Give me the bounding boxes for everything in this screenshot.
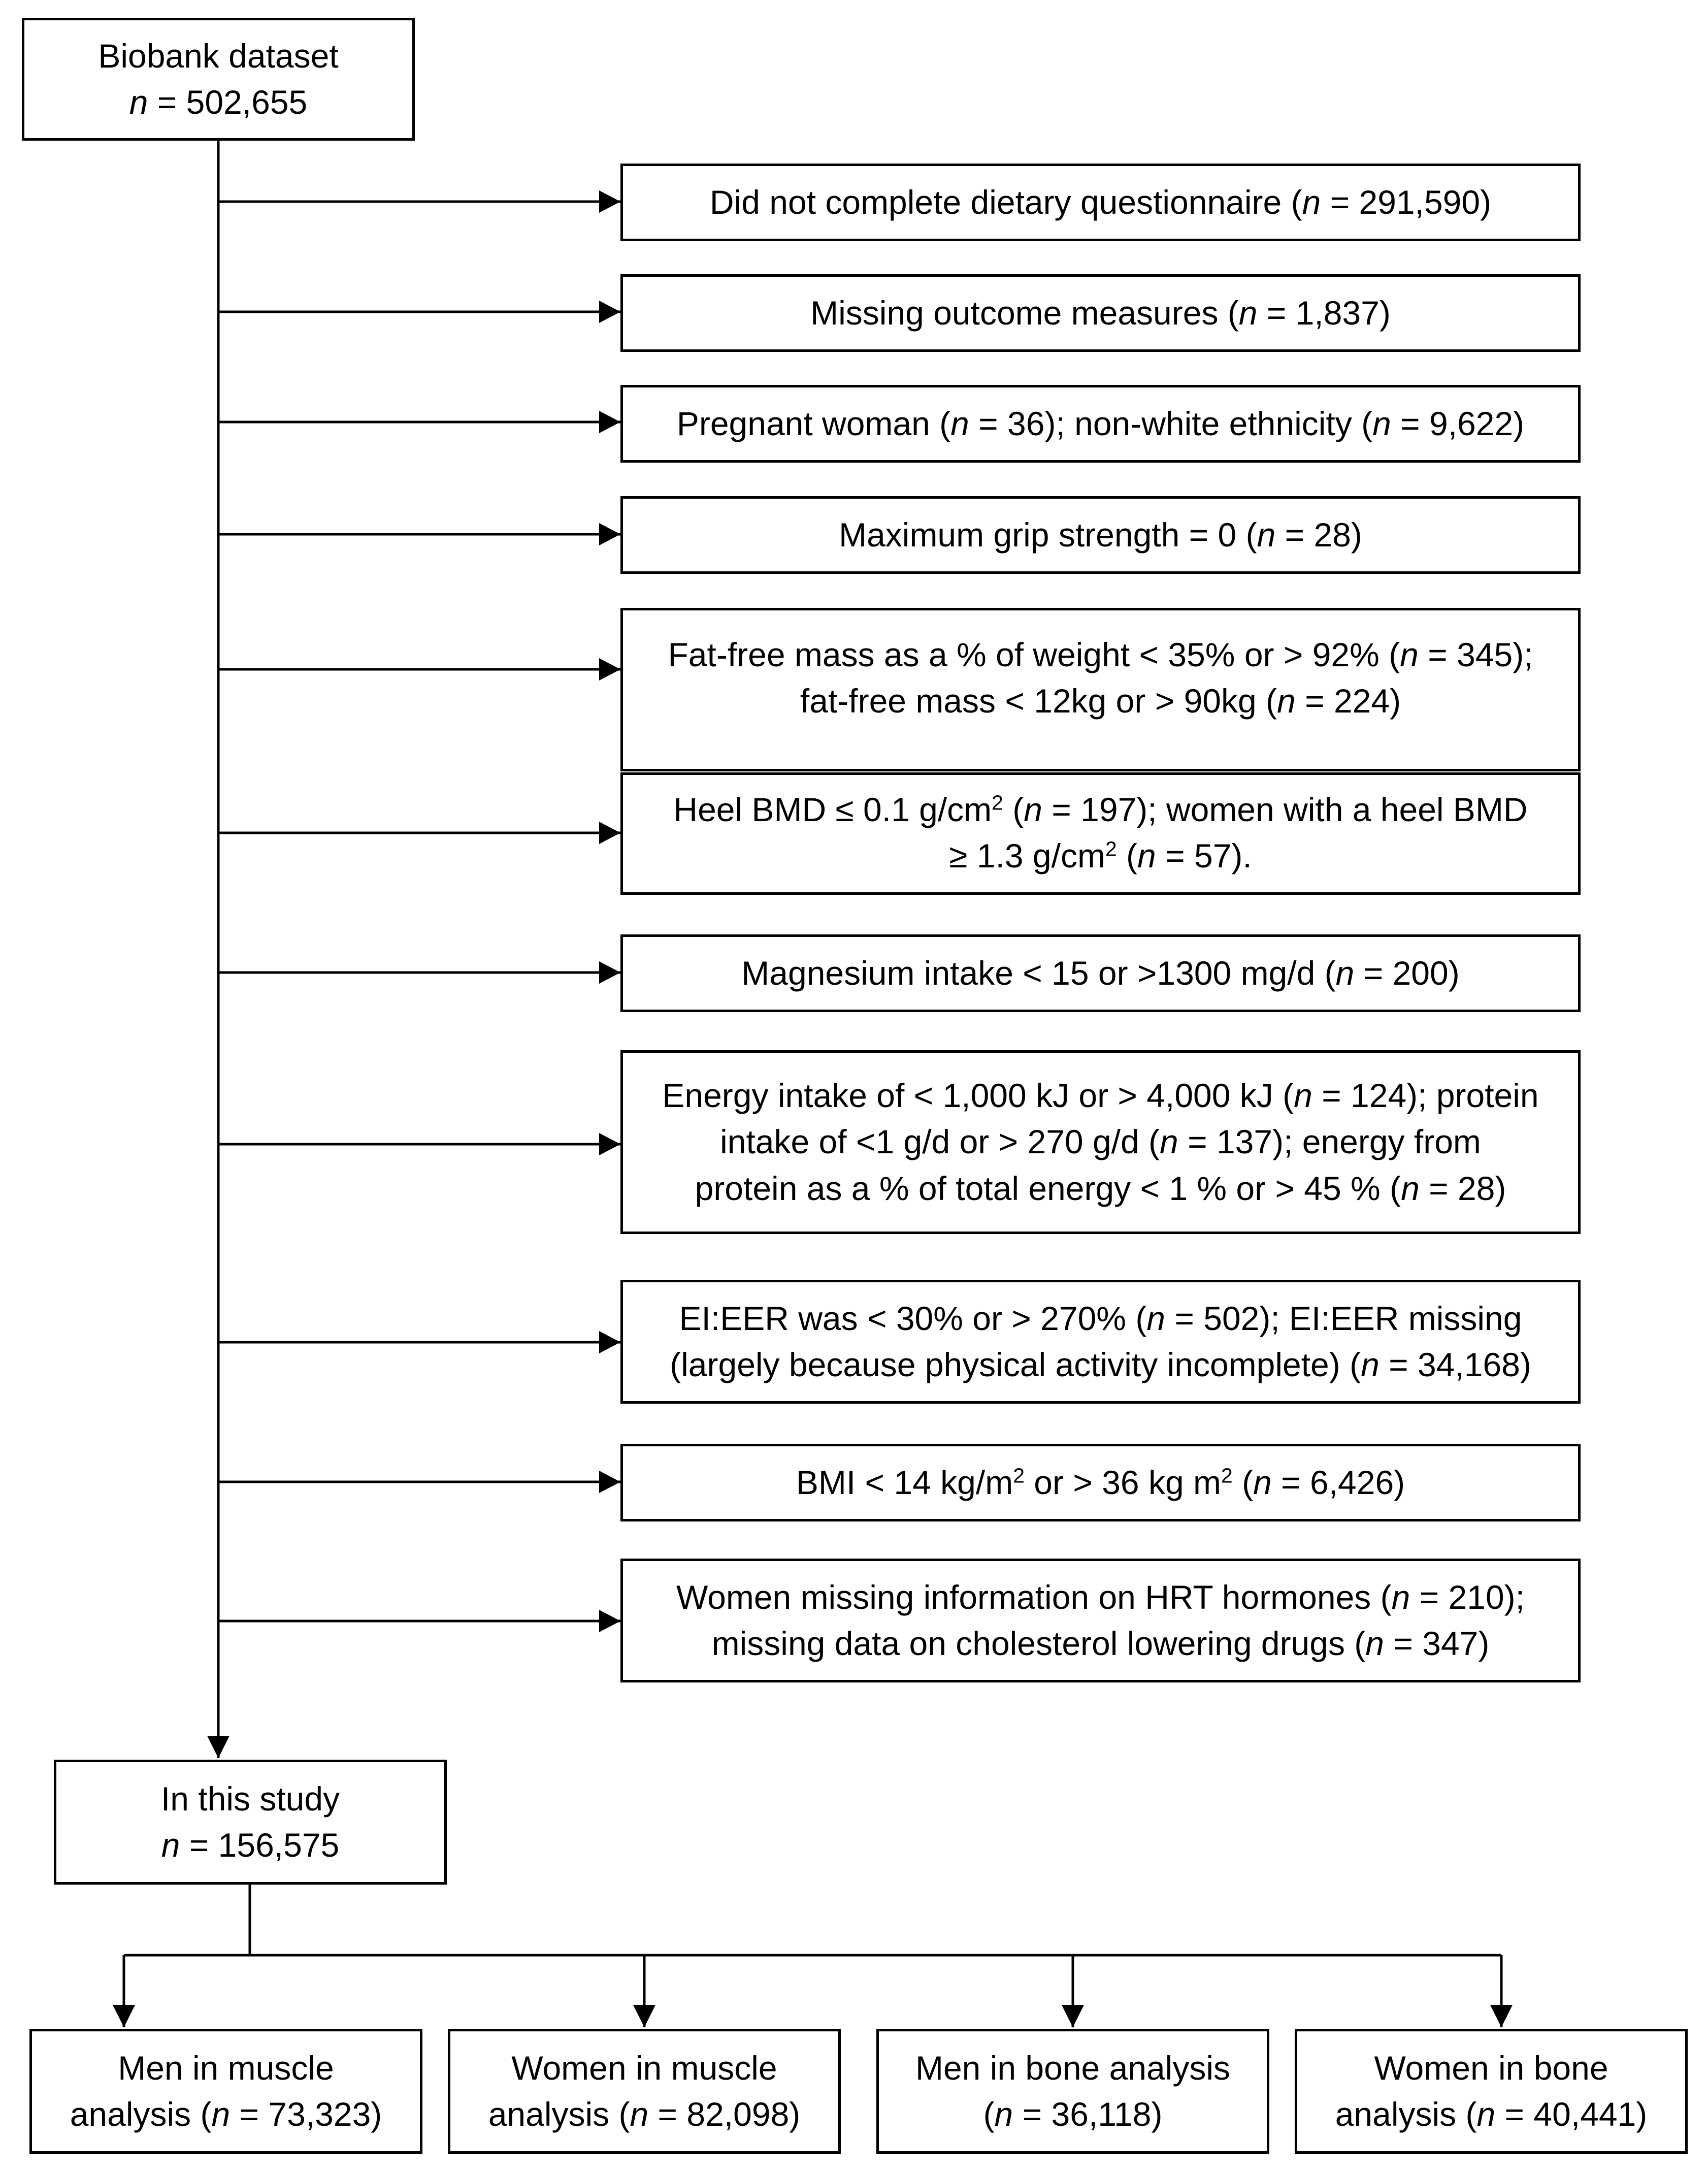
exclusion-box-hrt-cholesterol: Women missing information on HRT hormone…	[620, 1559, 1581, 1682]
exclusion-text-line: Women missing information on HRT hormone…	[676, 1578, 1525, 1616]
exclusion-text-line: EI:EER was < 30% or > 270% (n = 502); EI…	[679, 1299, 1522, 1337]
exclusion-text-line: intake of <1 g/d or > 270 g/d (n = 137);…	[720, 1123, 1481, 1161]
double-divider-line	[620, 769, 1581, 775]
study-sample-box: In this study n = 156,575	[54, 1760, 447, 1885]
exclusion-text-line: Did not complete dietary questionnaire (…	[709, 183, 1492, 221]
exclusion-text-line: Maximum grip strength = 0 (n = 28)	[839, 515, 1362, 554]
exclusion-box-bmi: BMI < 14 kg/m2 or > 36 kg m2 (n = 6,426)	[620, 1444, 1581, 1521]
exclusion-text-line: Heel BMD ≤ 0.1 g/cm2 (n = 197); women wi…	[673, 790, 1528, 828]
group-box-women-bone: Women in bone analysis (n = 40,441)	[1295, 2029, 1688, 2154]
exclusion-text-line: missing data on cholesterol lowering dru…	[711, 1625, 1490, 1662]
group-text-line: analysis (n = 82,098)	[488, 2095, 801, 2133]
exclusion-text-line: Magnesium intake < 15 or >1300 mg/d (n =…	[741, 954, 1460, 992]
exclusion-box-pregnant-ethnicity: Pregnant woman (n = 36); non-white ethni…	[620, 385, 1581, 463]
exclusion-text-line: Pregnant woman (n = 36); non-white ethni…	[676, 404, 1525, 442]
biobank-dataset-count: n = 502,655	[129, 83, 308, 121]
group-text-line: Women in muscle	[511, 2049, 777, 2087]
exclusion-text-line: (largely because physical activity incom…	[670, 1346, 1531, 1383]
exclusion-box-ei-eer: EI:EER was < 30% or > 270% (n = 502); EI…	[620, 1280, 1581, 1404]
exclusion-box-missing-outcome: Missing outcome measures (n = 1,837)	[620, 274, 1581, 352]
exclusion-box-dietary-questionnaire: Did not complete dietary questionnaire (…	[620, 164, 1581, 241]
biobank-dataset-title: Biobank dataset	[98, 37, 339, 75]
group-box-women-muscle: Women in muscle analysis (n = 82,098)	[448, 2029, 841, 2154]
group-text-line: (n = 36,118)	[983, 2095, 1163, 2133]
group-text-line: Men in muscle	[118, 2049, 334, 2087]
group-box-men-bone: Men in bone analysis (n = 36,118)	[876, 2029, 1269, 2154]
exclusion-text-line: fat-free mass < 12kg or > 90kg (n = 224)	[800, 682, 1401, 720]
group-text-line: analysis (n = 40,441)	[1335, 2095, 1648, 2133]
exclusion-box-energy-protein: Energy intake of < 1,000 kJ or > 4,000 k…	[620, 1050, 1581, 1234]
study-sample-count: n = 156,575	[161, 1826, 340, 1864]
exclusion-text-line: Missing outcome measures (n = 1,837)	[810, 294, 1391, 332]
exclusion-text-line: Energy intake of < 1,000 kJ or > 4,000 k…	[662, 1077, 1539, 1115]
exclusion-text-line: ≥ 1.3 g/cm2 (n = 57).	[949, 837, 1252, 875]
exclusion-box-magnesium: Magnesium intake < 15 or >1300 mg/d (n =…	[620, 934, 1581, 1012]
exclusion-text-line: protein as a % of total energy < 1 % or …	[695, 1169, 1506, 1207]
group-text-line: analysis (n = 73,323)	[70, 2095, 382, 2133]
biobank-dataset-box: Biobank dataset n = 502,655	[22, 18, 415, 141]
exclusion-text-line: Fat-free mass as a % of weight < 35% or …	[668, 636, 1533, 673]
study-sample-title: In this study	[160, 1779, 340, 1818]
exclusion-box-heel-bmd: Heel BMD ≤ 0.1 g/cm2 (n = 197); women wi…	[620, 771, 1581, 895]
exclusion-text-line: BMI < 14 kg/m2 or > 36 kg m2 (n = 6,426)	[796, 1463, 1405, 1501]
exclusion-box-grip-strength: Maximum grip strength = 0 (n = 28)	[620, 496, 1581, 574]
exclusion-box-fat-free-mass: Fat-free mass as a % of weight < 35% or …	[620, 608, 1581, 774]
group-text-line: Women in bone	[1374, 2049, 1608, 2087]
group-box-men-muscle: Men in muscle analysis (n = 73,323)	[29, 2029, 422, 2154]
group-text-line: Men in bone analysis	[915, 2049, 1231, 2087]
